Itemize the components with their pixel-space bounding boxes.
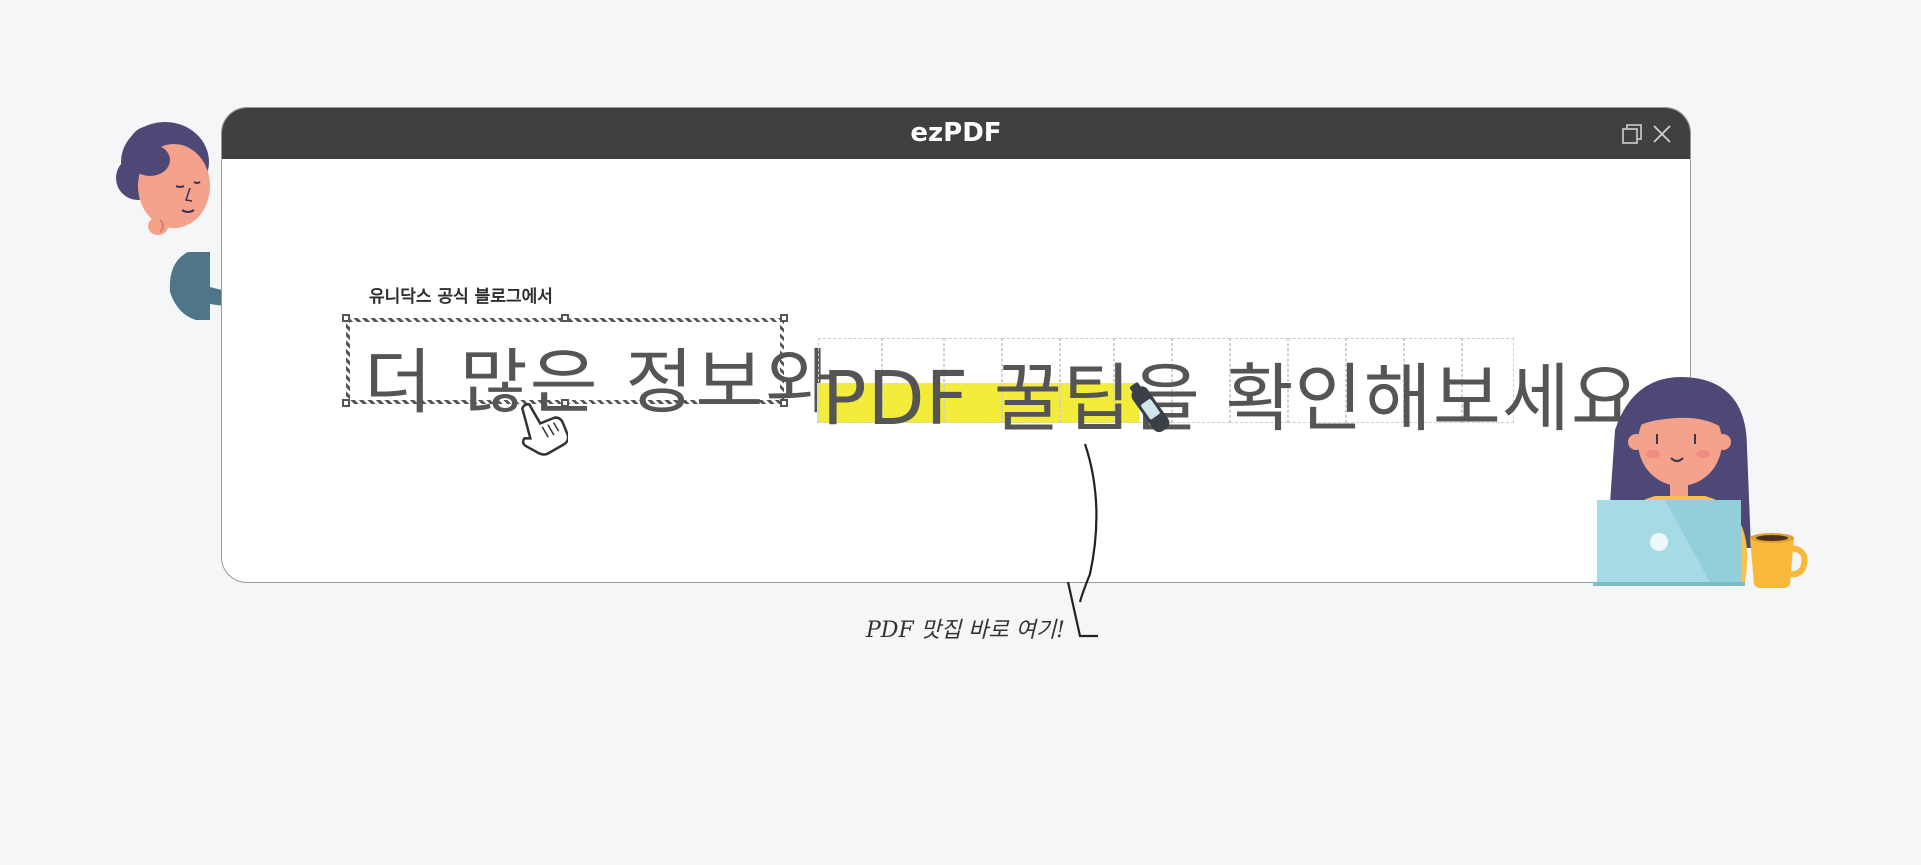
man-illustration <box>116 122 340 320</box>
headline-tail: 확인해보세요 <box>1225 356 1640 442</box>
resize-handle[interactable] <box>561 399 569 407</box>
headline-rest: PDF 꿀팁을 확인해보세요 <box>822 339 1640 446</box>
char-box-row <box>818 338 1514 423</box>
title-bar: ezPDF <box>222 108 1690 159</box>
resize-handle[interactable] <box>780 399 788 407</box>
cursor-hand-icon <box>520 403 568 456</box>
arrow-icon <box>1066 443 1098 638</box>
resize-handle[interactable] <box>342 314 350 322</box>
headline-selected: 더 많은 정보와 <box>364 341 836 424</box>
resize-handle[interactable] <box>342 399 350 407</box>
resize-handle[interactable] <box>561 314 569 322</box>
text-selection-box[interactable] <box>346 318 784 404</box>
close-icon[interactable] <box>1650 122 1674 146</box>
restore-icon[interactable] <box>1620 122 1644 146</box>
subtitle: 유니닥스 공식 블로그에서 <box>369 287 553 307</box>
resize-handle[interactable] <box>780 314 788 322</box>
app-logo: ezPDF <box>910 118 1002 148</box>
text-highlight <box>817 383 1139 423</box>
highlighter-pen-icon <box>1129 382 1170 433</box>
woman-illustration <box>1593 377 1808 588</box>
annotation-text: PDF 맛집 바로 여기! <box>866 618 1065 643</box>
